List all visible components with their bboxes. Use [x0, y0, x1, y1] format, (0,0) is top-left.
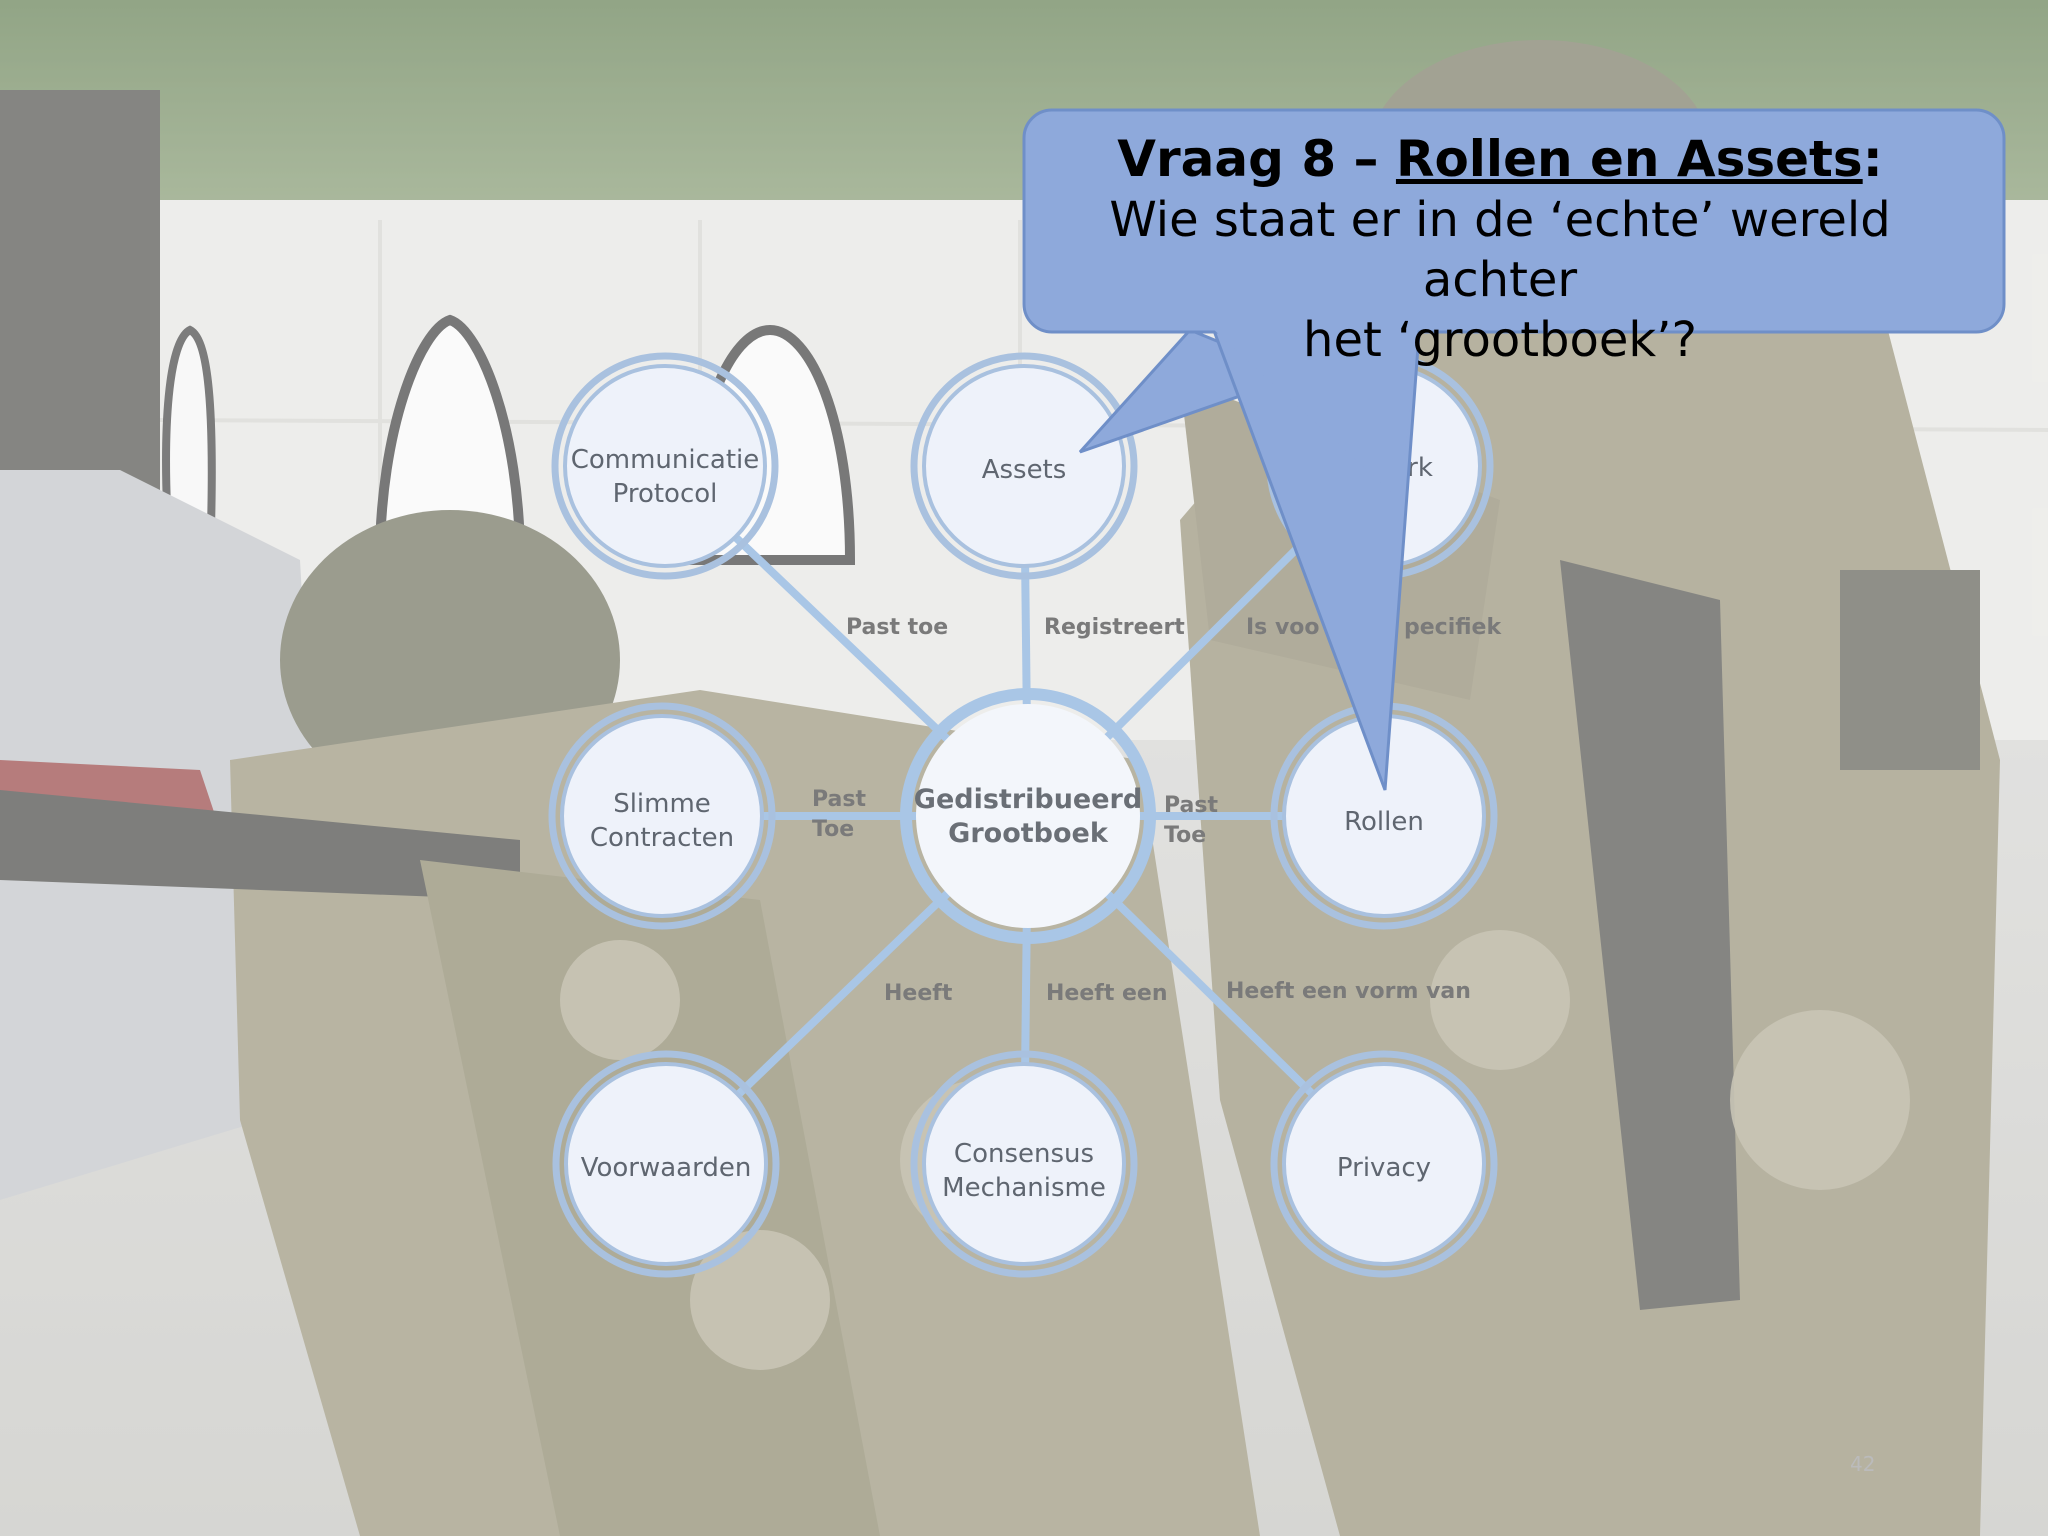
edge-label-past-right-1: Past	[1164, 793, 1218, 818]
edge-label-heeft-een-vorm-van: Heeft een vorm van	[1226, 979, 1471, 1004]
edge-label-past-left-2: Toe	[812, 817, 854, 842]
node-label: Protocol	[613, 479, 718, 509]
page-number: 42	[1850, 1452, 1876, 1476]
edge-label-past-right-2: Toe	[1164, 823, 1206, 848]
node-privacy: Privacy	[1270, 1050, 1498, 1278]
node-rollen: Rollen	[1270, 702, 1498, 930]
node-label: Voorwaarden	[581, 1153, 752, 1183]
edge-label-registreert: Registreert	[1044, 615, 1185, 640]
edge-label-specifiek: pecifiek	[1404, 615, 1502, 640]
edge-label-past-left-1: Past	[812, 787, 866, 812]
callout-body: Wie staat er in de ‘echte’ wereld achter…	[1030, 190, 1970, 370]
node-label: Slimme	[613, 789, 711, 819]
edge-label-heeft-een: Heeft een	[1046, 981, 1168, 1006]
callout-text: Vraag 8 – Rollen en Assets: Wie staat er…	[1030, 128, 1970, 370]
edge-label-heeft: Heeft	[884, 981, 953, 1006]
node-voorwaarden: Voorwaarden	[552, 1050, 780, 1278]
node-consensus-mechanisme: Consensus Mechanisme	[910, 1050, 1138, 1278]
callout-box	[1022, 108, 2006, 334]
edge-label-is-voor: Is voo	[1246, 615, 1320, 640]
node-label: Communicatie	[571, 445, 760, 475]
node-label: Mechanisme	[942, 1173, 1106, 1203]
node-assets: Assets	[910, 352, 1138, 580]
callout-title-underlined: Rollen en Assets	[1395, 130, 1863, 188]
node-center-grootboek: Gedistribueerd Grootboek	[900, 688, 1156, 944]
callout-title-prefix: Vraag 8 –	[1117, 130, 1396, 188]
node-label: Contracten	[590, 823, 734, 853]
node-slimme-contracten: Slimme Contracten	[548, 702, 776, 930]
center-label: Gedistribueerd	[914, 784, 1142, 815]
callout-body-line1: Wie staat er in de ‘echte’ wereld achter	[1109, 192, 1891, 308]
node-label: rk	[1407, 453, 1433, 483]
node-label: Privacy	[1337, 1153, 1431, 1183]
node-label: Assets	[982, 455, 1067, 485]
node-label: Rollen	[1344, 807, 1424, 837]
node-label: Consensus	[954, 1139, 1094, 1169]
edge-label-past-toe: Past toe	[846, 615, 948, 640]
node-communicatie-protocol: Communicatie Protocol	[551, 352, 779, 580]
callout-title-suffix: :	[1862, 130, 1883, 188]
callout-body-line2: het ‘grootboek’?	[1303, 312, 1697, 368]
callout-title: Vraag 8 – Rollen en Assets:	[1030, 128, 1970, 190]
center-label: Grootboek	[948, 818, 1109, 849]
